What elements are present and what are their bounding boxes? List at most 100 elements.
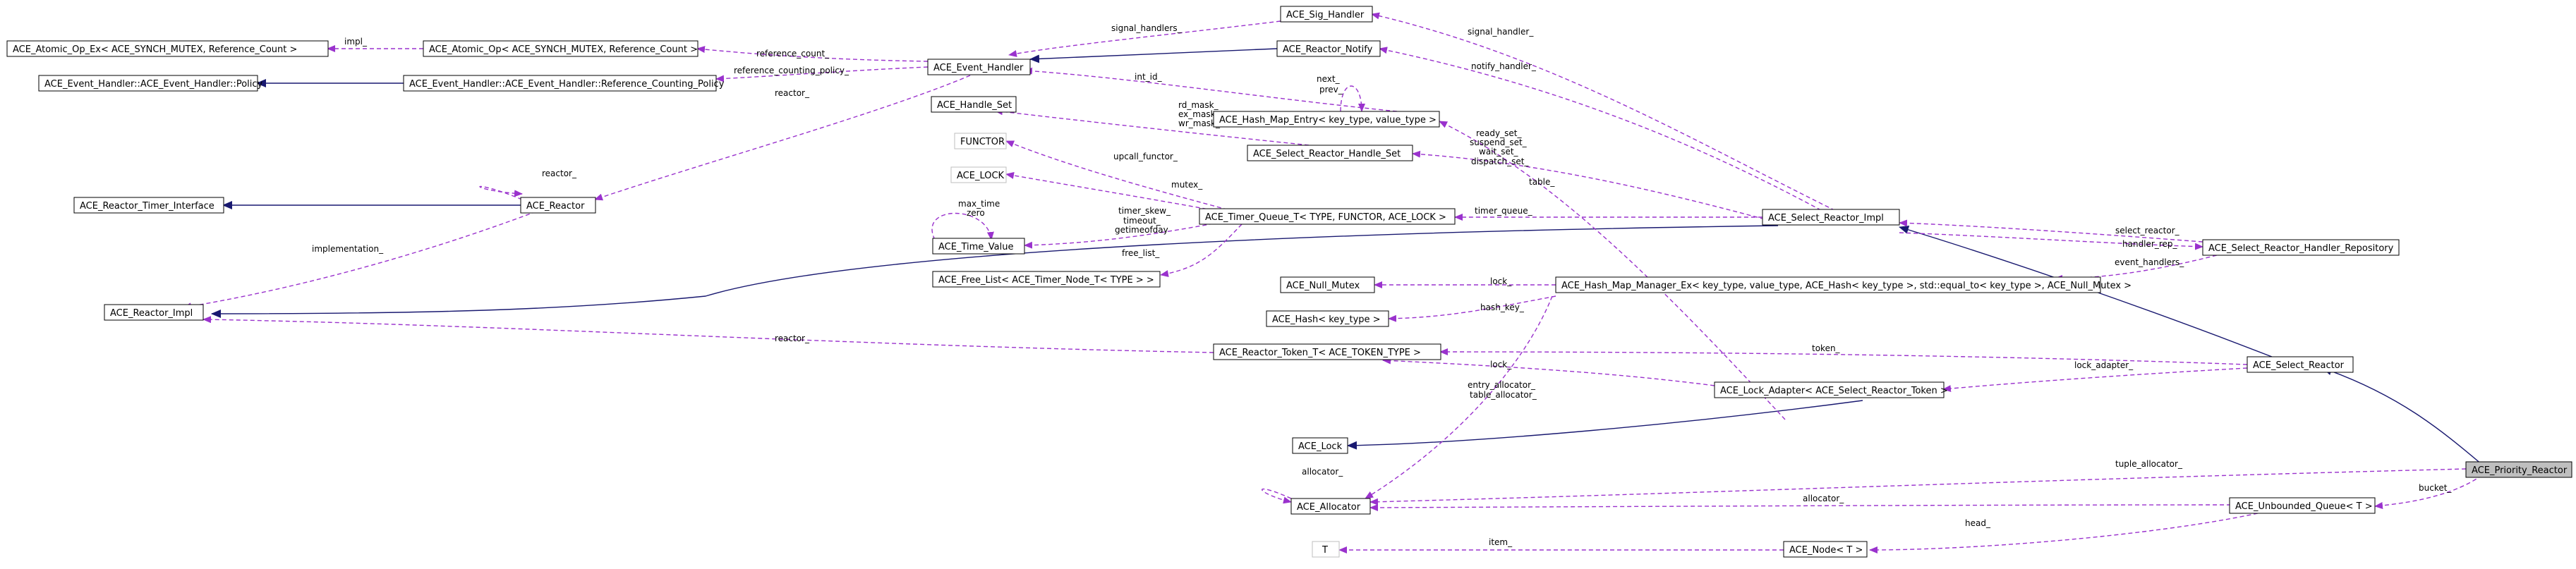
edge-hash-key xyxy=(1388,295,1556,322)
edge-free-list xyxy=(1160,224,1242,277)
edge-allocator xyxy=(1369,503,2232,511)
edge-label: reactor_ xyxy=(542,169,577,178)
edge-label: suspend_set_ xyxy=(1470,137,1528,147)
class-node[interactable]: ACE_Event_Handler::ACE_Event_Handler::Re… xyxy=(403,75,725,92)
class-node[interactable]: ACE_Atomic_Op_Ex< ACE_SYNCH_MUTEX, Refer… xyxy=(6,40,329,57)
class-label: ACE_Reactor xyxy=(526,201,585,212)
edge-timer-skew xyxy=(1024,223,1214,249)
edge-label: ex_mask_ xyxy=(1178,109,1221,119)
class-node[interactable]: ACE_Time_Value xyxy=(932,238,1025,255)
edge-sets xyxy=(1412,150,1779,224)
class-label: ACE_Null_Mutex xyxy=(1286,281,1360,291)
class-label: ACE_Timer_Queue_T< TYPE, FUNCTOR, ACE_LO… xyxy=(1205,212,1446,223)
class-node[interactable]: ACE_Handle_Set xyxy=(931,96,1017,113)
edge-label: select_reactor_ xyxy=(2115,226,2180,235)
edge-label: tuple_allocator_ xyxy=(2115,459,2183,469)
edge-allocator-self xyxy=(1262,488,1292,504)
edge-mutex xyxy=(1005,171,1221,212)
class-node[interactable]: ACE_Allocator xyxy=(1290,498,1371,515)
edge-label: next_ xyxy=(1317,74,1341,84)
edge-label: handler_rep_ xyxy=(2122,239,2178,249)
edge-label: ready_set_ xyxy=(1476,128,1522,138)
class-node[interactable]: ACE_Null_Mutex xyxy=(1280,276,1375,293)
class-label: ACE_Select_Reactor xyxy=(2253,360,2345,371)
edge-label: event_handlers_ xyxy=(2115,257,2184,267)
edge-label: hash_key_ xyxy=(1480,302,1525,312)
class-node[interactable]: ACE_Reactor_Timer_Interface xyxy=(73,197,224,214)
edge-notify-inherits-event-handler xyxy=(1029,48,1278,63)
class-node[interactable]: ACE_Select_Reactor xyxy=(2247,356,2354,373)
class-node[interactable]: ACE_Event_Handler::ACE_Event_Handler::Po… xyxy=(38,75,263,92)
class-node[interactable]: ACE_Event_Handler xyxy=(927,59,1031,75)
edge-label: signal_handler_ xyxy=(1468,27,1534,37)
class-label: ACE_Allocator xyxy=(1297,502,1361,513)
edge-label: reactor_ xyxy=(775,88,810,98)
class-node[interactable]: ACE_Hash_Map_Manager_Ex< key_type, value… xyxy=(1555,276,2131,293)
class-node[interactable]: ACE_Select_Reactor_Handle_Set xyxy=(1247,145,1413,161)
edge-label: notify_handler_ xyxy=(1471,61,1537,71)
edge-label: zero xyxy=(967,208,985,218)
edge-labels: impl_ reference_count_ reference_countin… xyxy=(312,23,2452,547)
edge-reactor-self xyxy=(479,185,523,200)
class-node[interactable]: ACE_Timer_Queue_T< TYPE, FUNCTOR, ACE_LO… xyxy=(1199,208,1456,225)
class-label: ACE_Unbounded_Queue< T > xyxy=(2235,501,2373,512)
edge-label: token_ xyxy=(1812,343,1841,353)
edge-label: item_ xyxy=(1489,537,1513,547)
class-label: ACE_Node< T > xyxy=(1789,545,1863,556)
edge-lock-token xyxy=(1382,357,1715,386)
class-node[interactable]: ACE_Unbounded_Queue< T > xyxy=(2229,497,2376,514)
edge-label: max_time xyxy=(958,199,1000,209)
class-node[interactable]: FUNCTOR xyxy=(954,133,1007,149)
edge-label: timer_queue_ xyxy=(1475,206,1533,216)
class-node[interactable]: ACE_Reactor_Token_T< ACE_TOKEN_TYPE > xyxy=(1213,343,1441,360)
class-label: ACE_Atomic_Op_Ex< ACE_SYNCH_MUTEX, Refer… xyxy=(13,44,297,55)
class-label: ACE_Lock xyxy=(1298,441,1343,452)
class-node[interactable]: ACE_Select_Reactor_Impl xyxy=(1762,209,1900,226)
class-label: ACE_Sig_Handler xyxy=(1286,10,1365,20)
edge-label: table_ xyxy=(1529,177,1555,187)
edge-label: wr_mask_ xyxy=(1178,118,1221,128)
class-label: FUNCTOR xyxy=(960,137,1005,147)
edge-event-handlers xyxy=(2054,255,2218,282)
edge-label: free_list_ xyxy=(1122,248,1160,258)
edge-reference-counting-policy xyxy=(715,66,929,82)
class-node[interactable]: ACE_Reactor_Impl xyxy=(104,304,204,321)
class-node[interactable]: ACE_Lock_Adapter< ACE_Select_Reactor_Tok… xyxy=(1714,381,1948,398)
edge-label: table_allocator_ xyxy=(1470,390,1537,400)
class-label: T xyxy=(1322,545,1328,556)
edge-label: allocator_ xyxy=(1302,467,1343,477)
class-node[interactable]: ACE_Reactor_Notify xyxy=(1276,40,1381,57)
class-node[interactable]: ACE_Hash< key_type > xyxy=(1266,310,1389,327)
edge-label: reference_count_ xyxy=(756,49,830,59)
edge-label: rd_mask_ xyxy=(1178,100,1219,110)
class-node[interactable]: ACE_Atomic_Op< ACE_SYNCH_MUTEX, Referenc… xyxy=(423,40,699,57)
edge-label: wait_set_ xyxy=(1479,147,1519,157)
class-node[interactable]: ACE_Select_Reactor_Handler_Repository xyxy=(2202,239,2400,256)
class-label: ACE_Reactor_Token_T< ACE_TOKEN_TYPE > xyxy=(1219,348,1421,358)
edge-srimpl-inherits-reactor-impl xyxy=(211,225,1779,318)
class-node[interactable]: ACE_Node< T > xyxy=(1783,541,1868,558)
edge-label: lock_ xyxy=(1490,360,1512,369)
class-label: ACE_Event_Handler xyxy=(933,63,1024,73)
edge-label: signal_handlers_ xyxy=(1111,23,1183,33)
class-label: ACE_Atomic_Op< ACE_SYNCH_MUTEX, Referenc… xyxy=(429,44,698,55)
edge-lock-adapter xyxy=(1942,367,2248,393)
nodes: ACE_Atomic_Op_Ex< ACE_SYNCH_MUTEX, Refer… xyxy=(6,6,2572,558)
class-node[interactable]: ACE_Lock xyxy=(1292,437,1348,454)
class-node[interactable]: T xyxy=(1312,541,1340,558)
edge-token xyxy=(1439,348,2248,365)
class-label: ACE_Lock_Adapter< ACE_Select_Reactor_Tok… xyxy=(1720,386,1948,396)
class-label: ACE_Time_Value xyxy=(938,242,1013,252)
class-node[interactable]: ACE_Free_List< ACE_Timer_Node_T< TYPE > … xyxy=(932,271,1161,288)
class-node[interactable]: ACE_Hash_Map_Entry< key_type, value_type… xyxy=(1213,111,1440,128)
class-node[interactable]: ACE_Reactor xyxy=(520,197,596,214)
class-node[interactable]: ACE_Sig_Handler xyxy=(1280,6,1373,23)
class-node-target[interactable]: ACE_Priority_Reactor xyxy=(2465,461,2572,478)
edge-table xyxy=(1439,121,1786,420)
class-label: ACE_Select_Reactor_Handler_Repository xyxy=(2208,243,2394,254)
edge-reactor-token xyxy=(202,316,1214,353)
class-node[interactable]: ACE_LOCK xyxy=(950,166,1007,183)
class-label: ACE_Event_Handler::ACE_Event_Handler::Po… xyxy=(44,79,263,90)
edge-next-prev xyxy=(1340,85,1365,112)
edge-label: impl_ xyxy=(344,37,368,47)
